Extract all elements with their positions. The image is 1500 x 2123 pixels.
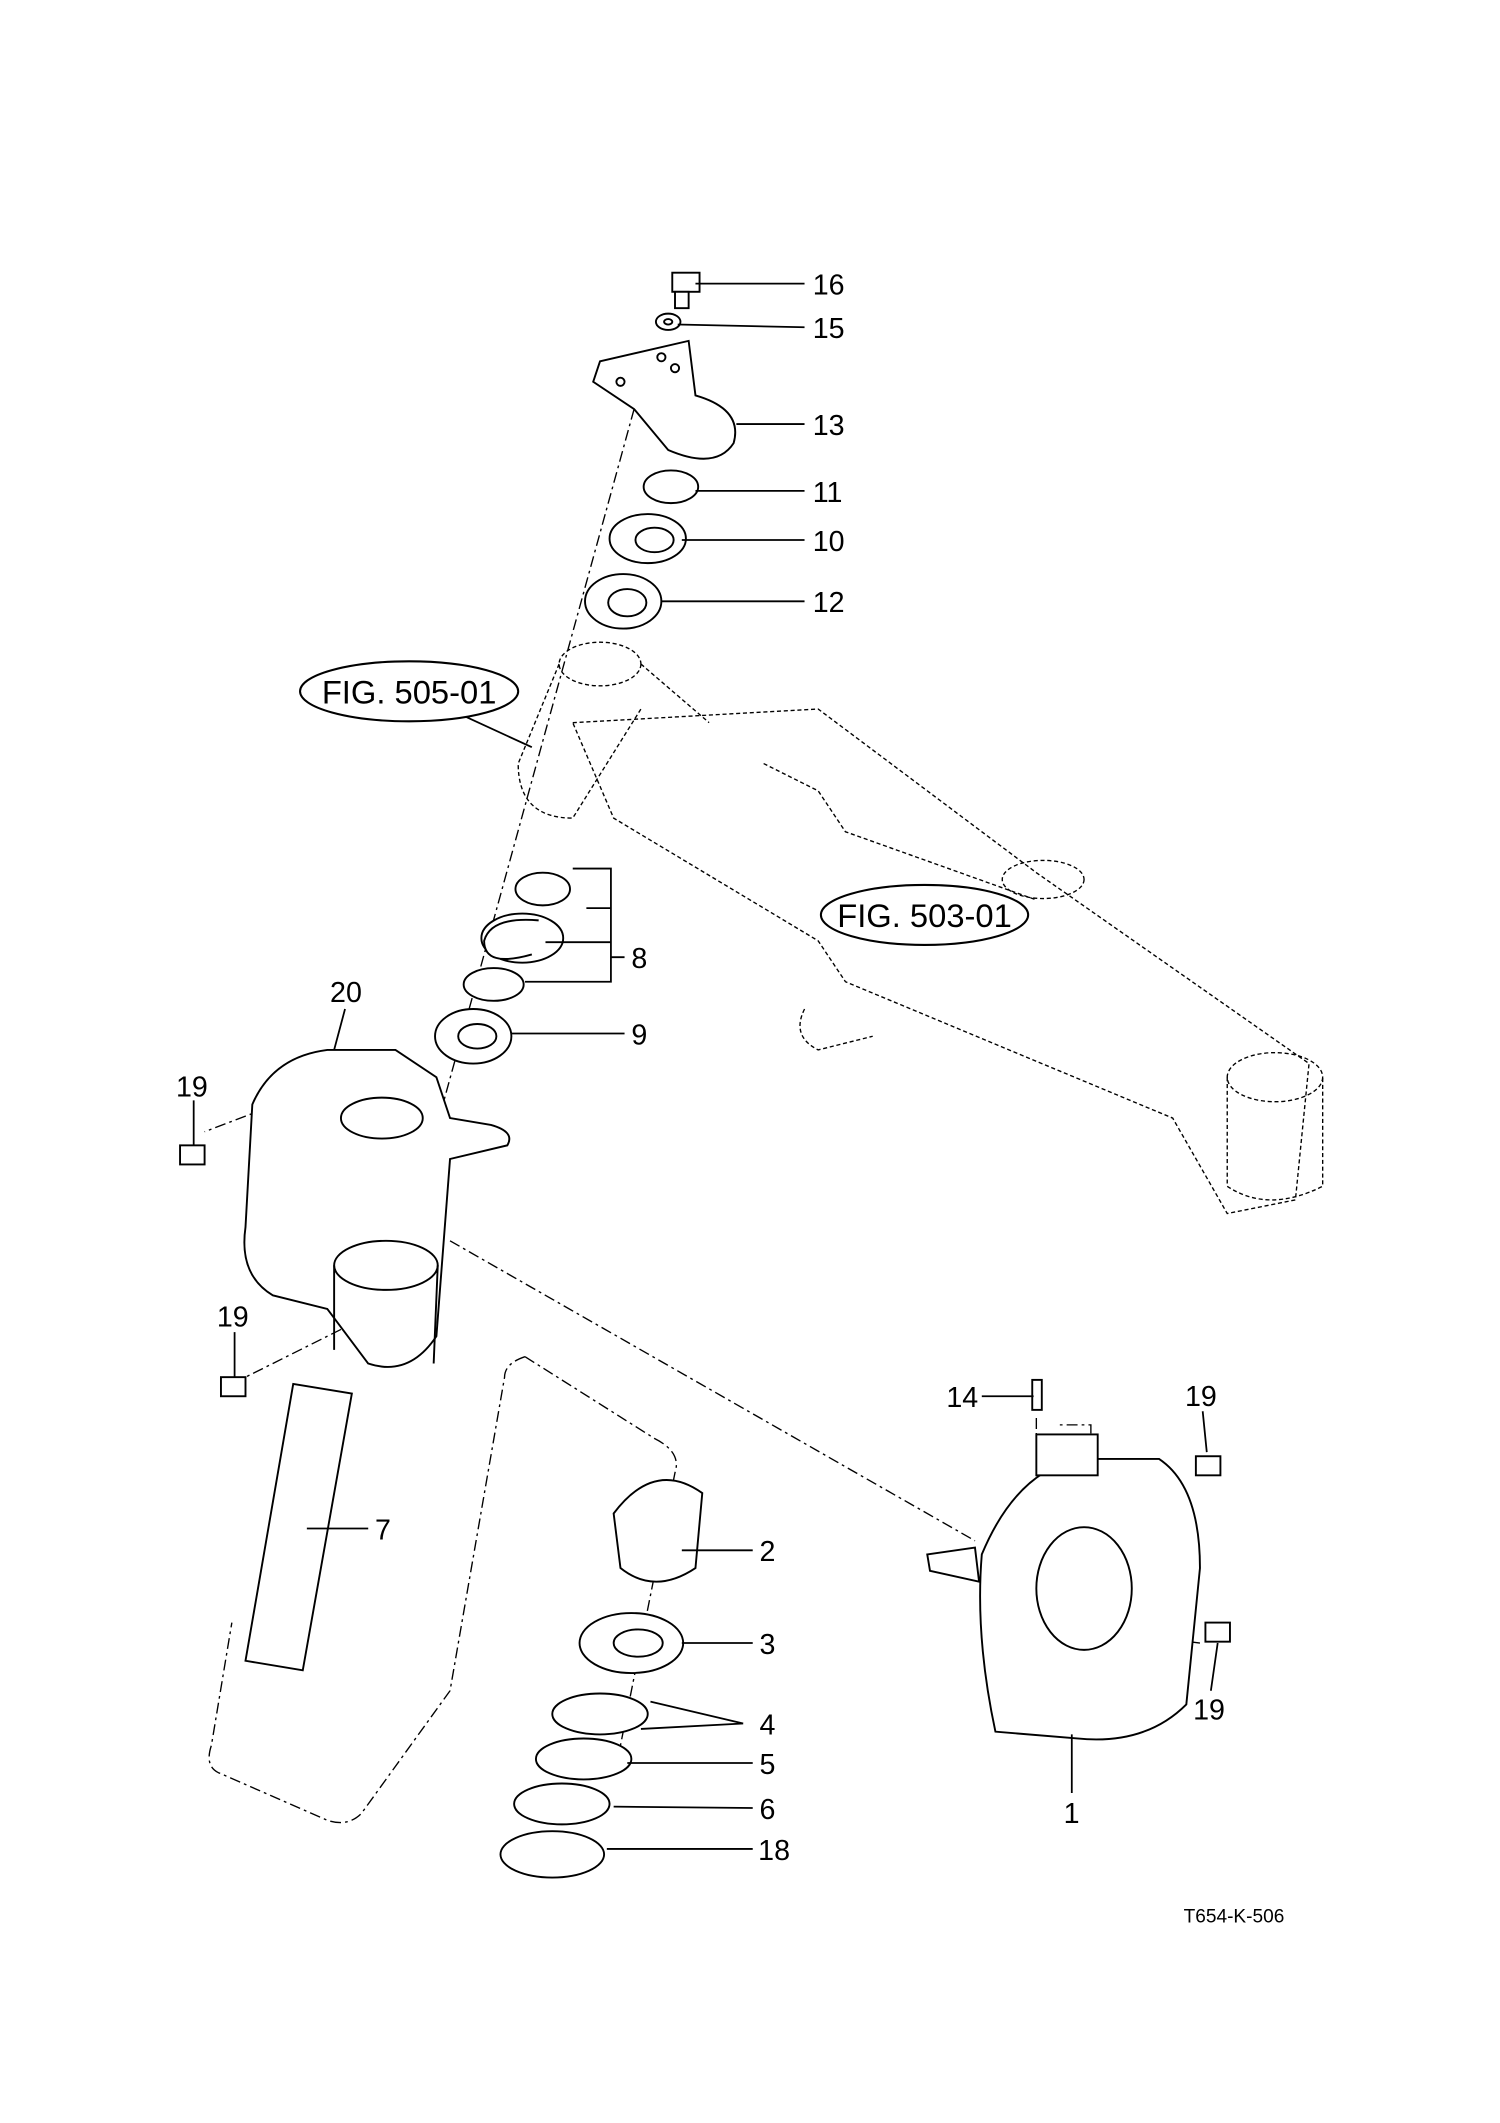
bolt-part-16 [671,271,701,310]
callout-9: 9 [631,1019,647,1051]
callout-19: 19 [1185,1381,1217,1413]
ring-part-11 [642,469,700,505]
plug-part-19 [219,1376,247,1398]
case-part-20 [243,1048,511,1368]
callout-labels: 16 15 13 11 10 12 8 9 20 19 19 7 2 3 4 5… [176,270,1225,1867]
callout-18: 18 [758,1835,790,1867]
snap-ring-part-6 [513,1782,611,1826]
ring-part-8 [514,871,571,907]
callout-20: 20 [330,977,362,1009]
axis-line [208,1356,677,1824]
callout-19: 19 [217,1302,249,1334]
callout-4: 4 [760,1709,776,1741]
plug-part-19 [179,1144,206,1166]
axle-housing-reference [517,641,1324,1215]
callout-15: 15 [813,313,845,345]
ring-part-8 [462,967,525,1002]
leader-lines [192,282,1219,1850]
callout-8: 8 [631,943,647,975]
callout-16: 16 [813,270,845,302]
ring-part-18 [499,1830,606,1879]
svg-text:FIG. 505-01: FIG. 505-01 [322,674,497,711]
fig-ref-503-01: FIG. 503-01 [819,883,1030,946]
callout-10: 10 [813,526,845,558]
axis-line [204,1076,1201,1644]
ring-part-5 [534,1737,633,1781]
snap-ring-part-8 [483,918,539,960]
callout-2: 2 [760,1536,776,1568]
callout-6: 6 [760,1794,776,1826]
callout-7: 7 [375,1514,391,1546]
callout-1: 1 [1064,1798,1080,1830]
callout-14: 14 [946,1382,978,1414]
axis-line [408,408,635,1228]
shim-part-4 [551,1692,649,1736]
pin-part-14 [1031,1378,1043,1411]
svg-text:FIG. 503-01: FIG. 503-01 [837,897,1012,934]
case-part-1 [926,1433,1201,1741]
callout-13: 13 [813,410,845,442]
drawing-code: T654-K-506 [1184,1907,1285,1928]
callout-5: 5 [760,1749,776,1781]
callout-19: 19 [1193,1694,1225,1726]
shaft-part-7 [244,1382,353,1672]
plug-part-19 [1204,1621,1231,1643]
plug-part-19 [1194,1455,1222,1477]
callout-12: 12 [813,587,845,619]
axis-line [449,1240,976,1542]
callout-11: 11 [813,477,843,509]
callout-3: 3 [760,1629,776,1661]
bevel-gear-part-2 [612,1479,704,1583]
fig-ref-505-01: FIG. 505-01 [299,660,520,723]
callout-19: 19 [176,1071,208,1103]
plate-part-13 [592,339,737,460]
